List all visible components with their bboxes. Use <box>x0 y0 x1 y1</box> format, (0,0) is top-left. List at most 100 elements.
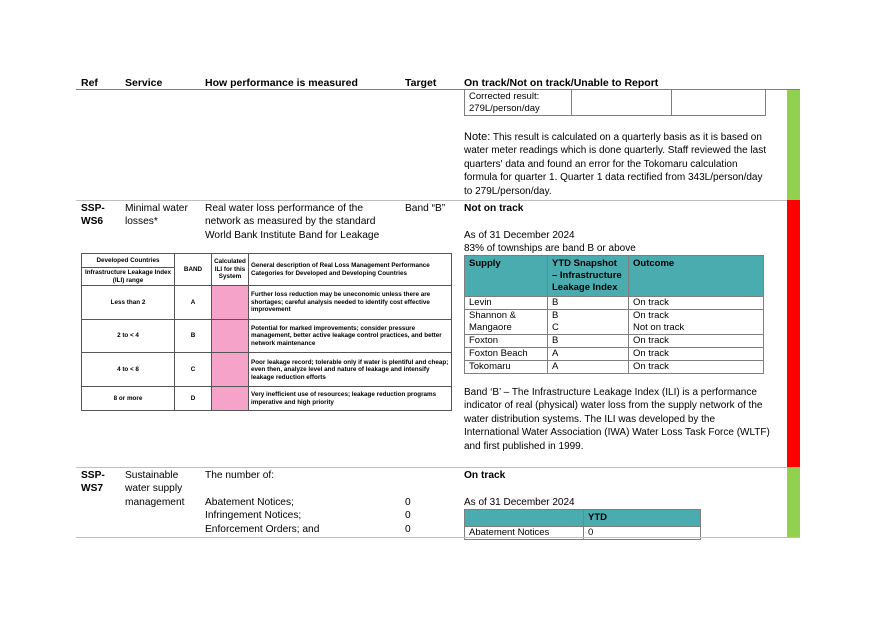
ws7-measure-intro: The number of: <box>205 470 275 481</box>
ili-cell: A <box>547 347 629 361</box>
notices-header-blank <box>464 509 584 527</box>
bottom-divider <box>76 537 800 538</box>
ws6-service: Minimal water losses* <box>125 202 188 229</box>
ws7-measure-line: Infringement Notices; <box>205 510 302 522</box>
supply-cell-line: Mangaore <box>469 322 512 333</box>
ws7-asof: As of 31 December 2024 <box>464 497 575 508</box>
ili-range: 8 or more <box>81 386 175 411</box>
ws6-service-line: losses* <box>125 216 158 228</box>
supply-header: Supply <box>464 255 548 297</box>
ws6-status: Not on track <box>464 203 524 214</box>
band-line: water distribution systems. The ILI was … <box>464 413 716 425</box>
header-ref: Ref <box>81 77 98 89</box>
band-b-explanation: Band ‘B’ – The Infrastructure Leakage In… <box>464 386 784 453</box>
note-paragraph: Note: This result is calculated on a qua… <box>464 131 784 198</box>
ws7-status: On track <box>464 470 506 481</box>
supply-cell: Foxton <box>464 334 548 348</box>
ili-band: A <box>174 285 212 320</box>
ws6-measure-line: World Bank Institute Band for Leakage <box>205 229 380 241</box>
ytd-header: YTD <box>583 509 701 527</box>
ili-description: Further loss reduction may be uneconomic… <box>248 285 452 320</box>
ws7-target-line: 0 <box>405 523 411 535</box>
note-line: formula for quarter 1. Quarter 1 data re… <box>464 172 763 184</box>
ws6-ref: SSP- WS6 <box>81 202 105 229</box>
status-bar-green-ws7 <box>787 467 800 537</box>
row-divider <box>76 467 787 468</box>
ws6-asof: As of 31 December 2024 <box>464 230 575 241</box>
ili-cell: B <box>547 334 629 348</box>
ws6-measure-line: Real water loss performance of the <box>205 203 363 214</box>
row-divider <box>76 200 787 201</box>
ili-header-description: General description of Real Loss Managem… <box>248 253 452 286</box>
ws7-measure-line: Enforcement Orders; and <box>205 523 320 535</box>
ili-cell: B <box>547 296 629 310</box>
ws7-ref-line: WS7 <box>81 483 104 495</box>
header-target: Target <box>405 77 437 89</box>
supply-cell: Shannon &Mangaore <box>464 309 548 335</box>
ws7-measure-line: Abatement Notices; <box>205 497 294 508</box>
ili-calculated-cell <box>211 352 249 388</box>
note-line: water meter readings which is done quart… <box>464 145 767 157</box>
header-status: On track/Not on track/Unable to Report <box>464 77 659 89</box>
outcome-header: Outcome <box>628 255 764 297</box>
header-divider <box>76 89 800 90</box>
note-line: This result is calculated on a quarterly… <box>490 132 762 143</box>
band-line: and first published in 1999. <box>464 440 584 452</box>
ws7-measures: Abatement Notices; Infringement Notices;… <box>205 496 319 536</box>
status-bar-red-ws6 <box>787 200 800 467</box>
ws7-service-line: Sustainable <box>125 470 179 481</box>
ili-snapshot-header: YTD Snapshot – Infrastructure Leakage In… <box>547 255 629 297</box>
ili-cell: A <box>547 360 629 374</box>
ws6-summary: 83% of townships are band B or above <box>464 243 636 254</box>
outcome-cell: On track <box>628 334 764 348</box>
ws7-target-line: 0 <box>405 510 411 522</box>
ws7-targets: 0 0 0 <box>405 496 411 536</box>
outcome-cell: On track <box>628 360 764 374</box>
ili-calculated-cell <box>211 285 249 320</box>
note-label: Note: <box>464 131 491 143</box>
notice-count-cell: 0 <box>583 526 701 540</box>
outcome-cell-line: Not on track <box>633 322 685 333</box>
ws6-supply-table: Supply YTD Snapshot – Infrastructure Lea… <box>464 255 764 374</box>
supply-cell: Foxton Beach <box>464 347 548 361</box>
ili-range: 2 to < 4 <box>81 318 175 354</box>
ili-range: 4 to < 8 <box>81 352 175 388</box>
ws7-ref: SSP- WS7 <box>81 469 105 496</box>
ws6-measure: Real water loss performance of the netwo… <box>205 202 379 242</box>
band-line: Band ‘B’ – The Infrastructure Leakage In… <box>464 387 757 398</box>
status-bar-green-top <box>787 90 800 200</box>
supply-cell: Tokomaru <box>464 360 548 374</box>
supply-cell-line: Shannon & <box>469 310 517 321</box>
ws7-service-line: management <box>125 496 185 508</box>
outcome-cell: On track <box>628 296 764 310</box>
ili-header-range: Infrastructure Leakage Index (ILI) range <box>81 267 175 286</box>
ili-header-calculated: Calculated ILI for this System <box>211 253 249 286</box>
header-measure: How performance is measured <box>205 77 358 89</box>
header-service: Service <box>125 77 163 89</box>
ws6-ref-line: WS6 <box>81 216 104 228</box>
ili-header-developed: Developed Countries <box>81 253 175 268</box>
ili-range: Less than 2 <box>81 285 175 320</box>
supply-cell: Levin <box>464 296 548 310</box>
ili-cell-line: C <box>552 322 559 333</box>
corrected-value: 279L/person/day <box>469 103 540 114</box>
ili-band: D <box>174 386 212 411</box>
band-line: indicator of real (physical) water loss … <box>464 400 763 412</box>
corrected-label: Corrected result: <box>469 91 540 102</box>
ili-band: C <box>174 352 212 388</box>
ili-calculated-cell <box>211 386 249 411</box>
band-line: International Water Association (IWA) Wa… <box>464 427 770 439</box>
ili-header-band: BAND <box>174 253 212 286</box>
ili-description: Potential for marked improvements; consi… <box>248 318 452 354</box>
ili-description: Very inefficient use of resources; leaka… <box>248 386 452 411</box>
ws7-notices-table: YTD Abatement Notices 0 <box>464 509 701 540</box>
ili-band: B <box>174 318 212 354</box>
ili-description: Poor leakage record; tolerable only if w… <box>248 352 452 388</box>
ili-calculated-cell <box>211 318 249 354</box>
ws6-ref-line: SSP- <box>81 203 105 214</box>
ws7-target-line: 0 <box>405 497 411 508</box>
corrected-result-table: Corrected result: 279L/person/day <box>464 90 766 116</box>
ili-band-table: Developed Countries BAND Calculated ILI … <box>81 253 452 411</box>
